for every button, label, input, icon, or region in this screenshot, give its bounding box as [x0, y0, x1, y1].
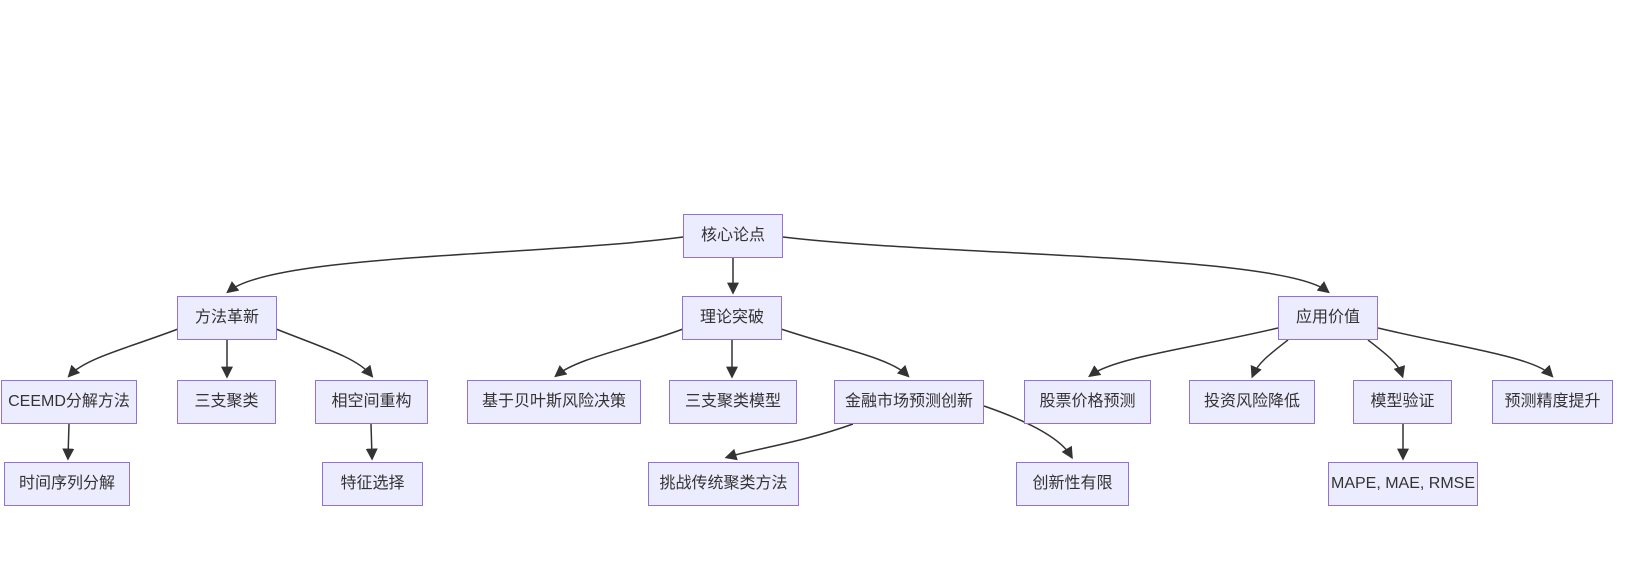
- edge-core-method: [226, 236, 684, 294]
- edge-fininnov-challenge: [724, 423, 854, 461]
- node-app: 应用价值: [1278, 296, 1378, 340]
- node-fininnov: 金融市场预测创新: [834, 380, 984, 424]
- edge-ceemd-tsdecomp: [62, 423, 75, 461]
- node-invest: 投资风险降低: [1189, 380, 1315, 424]
- edge-phase-feature: [365, 423, 378, 461]
- node-limited: 创新性有限: [1016, 462, 1129, 506]
- node-accuracy: 预测精度提升: [1492, 380, 1613, 424]
- edge-method-phase: [275, 328, 374, 378]
- node-phase: 相空间重构: [315, 380, 428, 424]
- node-metrics: MAPE, MAE, RMSE: [1328, 462, 1478, 506]
- node-stock: 股票价格预测: [1024, 380, 1151, 424]
- edge-app-accuracy: [1377, 327, 1554, 378]
- edge-theory-fininnov: [780, 328, 910, 378]
- edge-method-ceemd: [67, 328, 179, 378]
- node-validate: 模型验证: [1353, 380, 1452, 424]
- node-ceemd: CEEMD分解方法: [1, 380, 137, 424]
- edge-app-validate: [1367, 339, 1406, 379]
- node-core: 核心论点: [683, 214, 783, 258]
- node-twcmodel: 三支聚类模型: [669, 380, 797, 424]
- node-method: 方法革新: [177, 296, 277, 340]
- node-tsdecomp: 时间序列分解: [4, 462, 130, 506]
- node-bayes: 基于贝叶斯风险决策: [467, 380, 641, 424]
- node-feature: 特征选择: [322, 462, 423, 506]
- edge-app-stock: [1088, 327, 1279, 378]
- node-theory: 理论突破: [682, 296, 782, 340]
- node-challenge: 挑战传统聚类方法: [648, 462, 799, 506]
- edge-theory-bayes: [554, 328, 684, 378]
- node-threeway: 三支聚类: [177, 380, 276, 424]
- edge-app-invest: [1250, 339, 1289, 379]
- edge-core-app: [782, 236, 1330, 294]
